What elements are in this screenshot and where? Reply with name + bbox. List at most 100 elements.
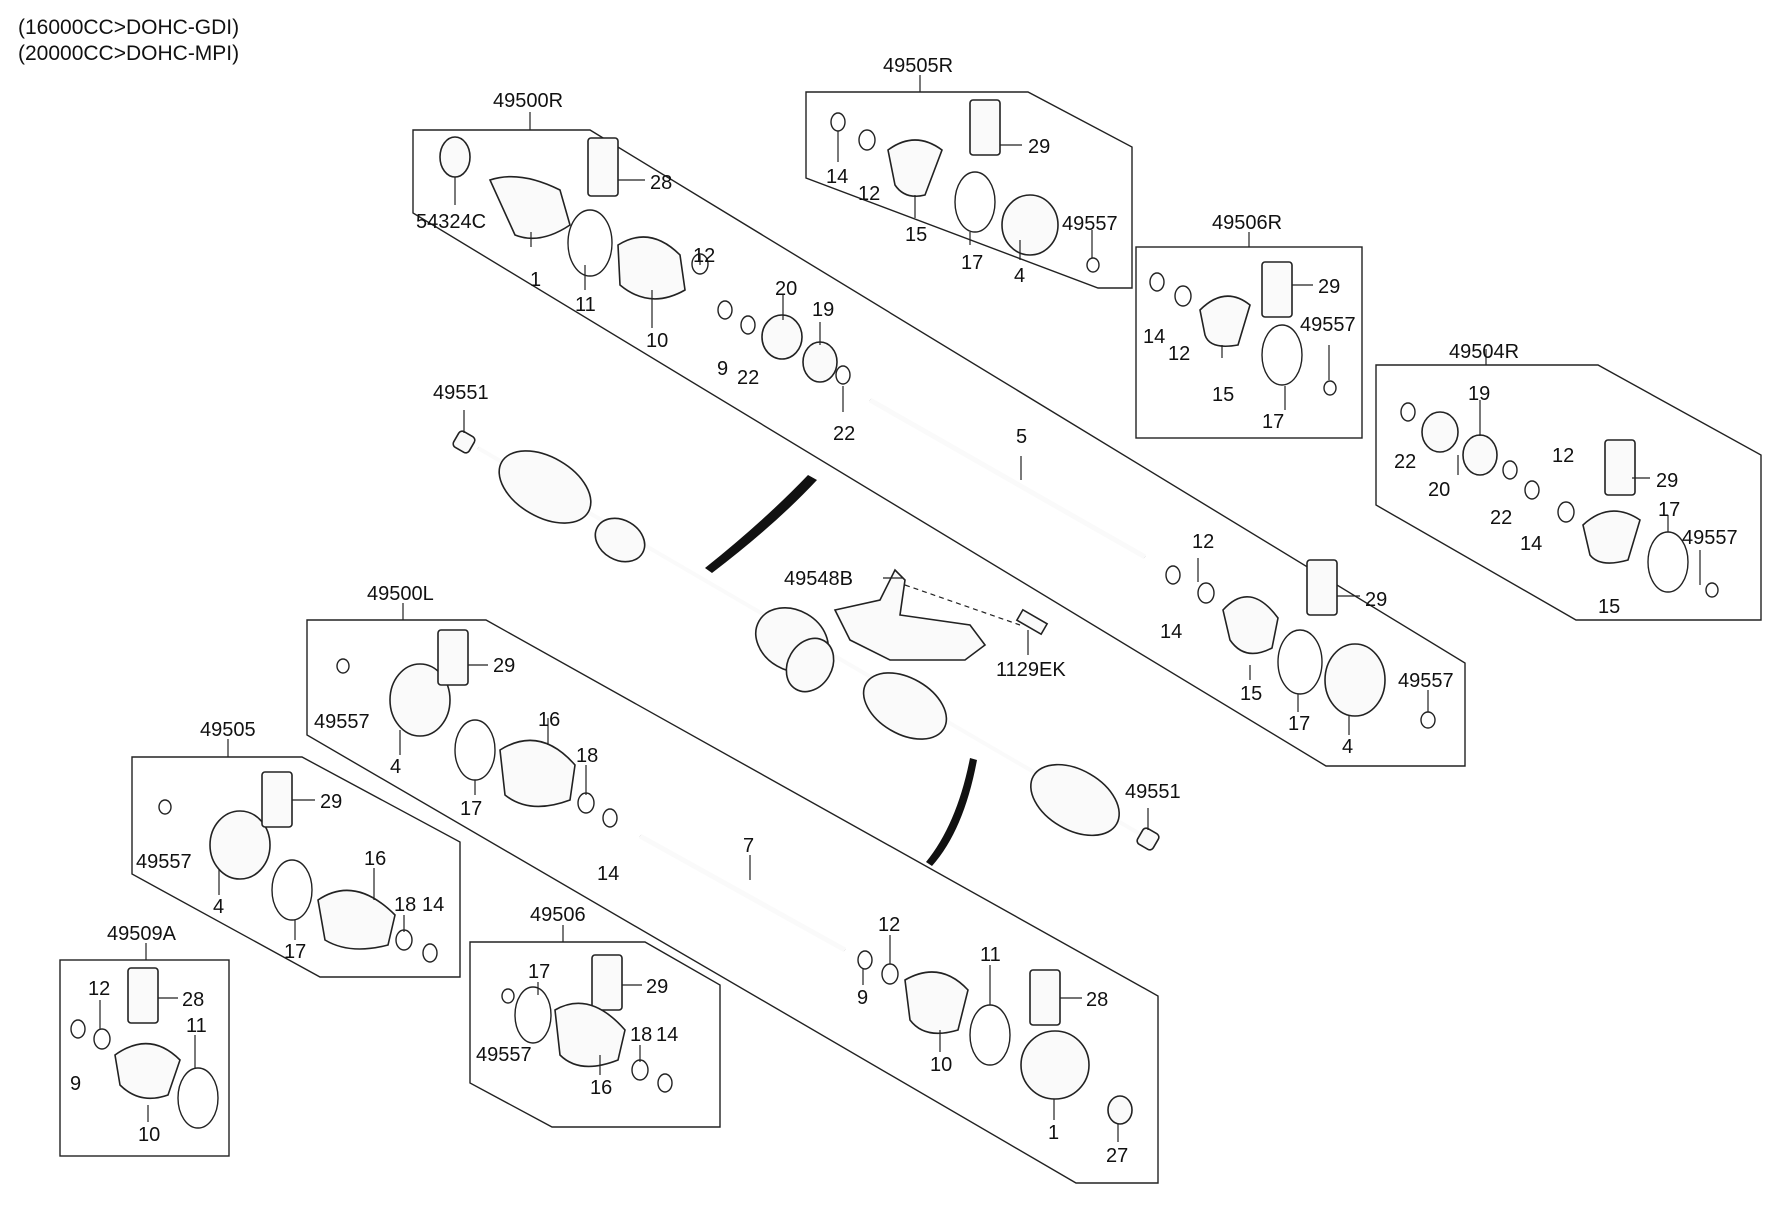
group-box-49500L: 49500L xyxy=(306,583,1159,1184)
clamp-icon-3 xyxy=(858,129,876,151)
callout-label: 19 xyxy=(812,299,834,321)
tripod-joint-icon xyxy=(761,314,803,360)
boot-icon-6 xyxy=(499,739,576,808)
callout-label: 10 xyxy=(138,1124,160,1146)
seal-ring-icon-3 xyxy=(1323,380,1337,396)
group-label-49506: 49506 xyxy=(530,904,586,926)
callout-label: 12 xyxy=(1552,445,1574,467)
grease-tube-icon-6 xyxy=(437,629,469,686)
group-box-49509A: 49509A xyxy=(59,923,230,1157)
callout-label: 7 xyxy=(743,835,754,857)
group-label-49505R: 49505R xyxy=(883,55,953,77)
callout-label: 17 xyxy=(1658,499,1680,521)
callout-label: 10 xyxy=(646,330,668,352)
boot-band-icon-2 xyxy=(1277,629,1323,695)
circlip-icon-2 xyxy=(835,365,851,385)
callout-label: 49551 xyxy=(433,382,489,404)
callout-label: 9 xyxy=(717,358,728,380)
grease-tube-icon xyxy=(587,137,619,197)
callout-label: 4 xyxy=(1342,736,1353,758)
seal-ring-icon-7 xyxy=(501,988,515,1004)
callout-label: 22 xyxy=(833,423,855,445)
callout-label: 12 xyxy=(693,245,715,267)
callout-label: 15 xyxy=(1212,384,1234,406)
grease-tube-icon-3 xyxy=(969,99,1001,156)
clamp-icon-5 xyxy=(1557,501,1575,523)
callout-label: 49548B xyxy=(784,568,853,590)
callout-label: 14 xyxy=(597,863,619,885)
callout-label: 18 xyxy=(630,1024,652,1046)
callout-label: 20 xyxy=(1428,479,1450,501)
boot-band-icon-9 xyxy=(514,986,552,1044)
inner-joint-icon-2 xyxy=(1001,194,1059,256)
grease-tube-icon-4 xyxy=(1261,261,1293,318)
circlip-icon-5 xyxy=(857,950,873,970)
callout-label: 29 xyxy=(493,655,515,677)
boot-icon-3 xyxy=(887,139,943,198)
callout-label: 22 xyxy=(1394,451,1416,473)
callout-label: 49557 xyxy=(1682,527,1738,549)
boot-icon-8 xyxy=(317,889,396,950)
inner-joint-icon xyxy=(1324,643,1386,717)
front-driveshaft-assembly xyxy=(452,430,1160,851)
callout-label: 15 xyxy=(905,224,927,246)
inner-joint-housing-icon xyxy=(785,637,835,693)
boot-icon xyxy=(617,236,686,300)
oil-seal-icon-2 xyxy=(1107,1095,1133,1125)
clamp-icon-4 xyxy=(1174,285,1192,307)
group-box-49505: 49505 xyxy=(131,719,461,978)
callout-label: 27 xyxy=(1106,1145,1128,1167)
callout-label: 49557 xyxy=(1062,213,1118,235)
callout-label: 18 xyxy=(394,894,416,916)
clamp-icon-9 xyxy=(631,1059,649,1081)
seal-ring-icon-4 xyxy=(1705,582,1719,598)
callout-label: 28 xyxy=(1086,989,1108,1011)
callout-label: 16 xyxy=(364,848,386,870)
hub-nut-lower-icon xyxy=(1136,827,1160,851)
damper-icon xyxy=(594,517,646,563)
callout-label: 17 xyxy=(528,961,550,983)
seal-ring-icon xyxy=(1420,711,1436,729)
clamp-icon-6 xyxy=(577,792,595,814)
group-label-49500R: 49500R xyxy=(493,90,563,112)
grease-tube-icon-8 xyxy=(261,771,293,828)
seal-ring-icon-5 xyxy=(336,658,350,674)
boot-icon-4 xyxy=(1199,295,1251,348)
callout-label: 9 xyxy=(70,1073,81,1095)
group-box-49506R: 49506R xyxy=(1135,212,1363,439)
clamp-icon-8 xyxy=(395,929,413,951)
callout-label: 4 xyxy=(390,756,401,778)
bolt-icon xyxy=(1015,608,1049,636)
callout-label: 12 xyxy=(1192,531,1214,553)
boot-band-icon-4 xyxy=(1261,324,1303,386)
inner-joint-icon-3 xyxy=(389,663,451,737)
outer-joint-icon xyxy=(488,175,571,240)
callout-label: 14 xyxy=(656,1024,678,1046)
callout-label: 17 xyxy=(961,252,983,274)
tripod-boot-icon-2 xyxy=(1462,434,1498,476)
clamp-icon-2 xyxy=(1197,582,1215,604)
callout-label: 12 xyxy=(1168,343,1190,365)
circlip-icon-6 xyxy=(70,1019,86,1039)
left-inner-joint-icon xyxy=(862,672,948,740)
callout-label: 18 xyxy=(576,745,598,767)
callout-label: 4 xyxy=(213,896,224,918)
callout-label: 54324C xyxy=(416,211,486,233)
engine-note-1: (16000CC>DOHC-GDI) xyxy=(18,16,240,39)
callout-label: 28 xyxy=(650,172,672,194)
engine-note-2: (20000CC>DOHC-MPI) xyxy=(18,42,240,65)
circlip-icon-4 xyxy=(1502,460,1518,480)
boot-icon-7 xyxy=(904,971,969,1035)
outer-joint-boot-icon xyxy=(498,450,592,524)
callout-label: 29 xyxy=(1318,276,1340,298)
callout-label: 15 xyxy=(1240,683,1262,705)
callout-label: 17 xyxy=(1288,713,1310,735)
callout-label: 49557 xyxy=(136,851,192,873)
callout-label: 14 xyxy=(1143,326,1165,348)
callout-label: 12 xyxy=(88,978,110,1000)
callout-label: 49557 xyxy=(1300,314,1356,336)
grease-tube-icon-7 xyxy=(1029,969,1061,1026)
boot-band-icon-7 xyxy=(969,1004,1011,1066)
callout-label: 1 xyxy=(1048,1122,1059,1144)
